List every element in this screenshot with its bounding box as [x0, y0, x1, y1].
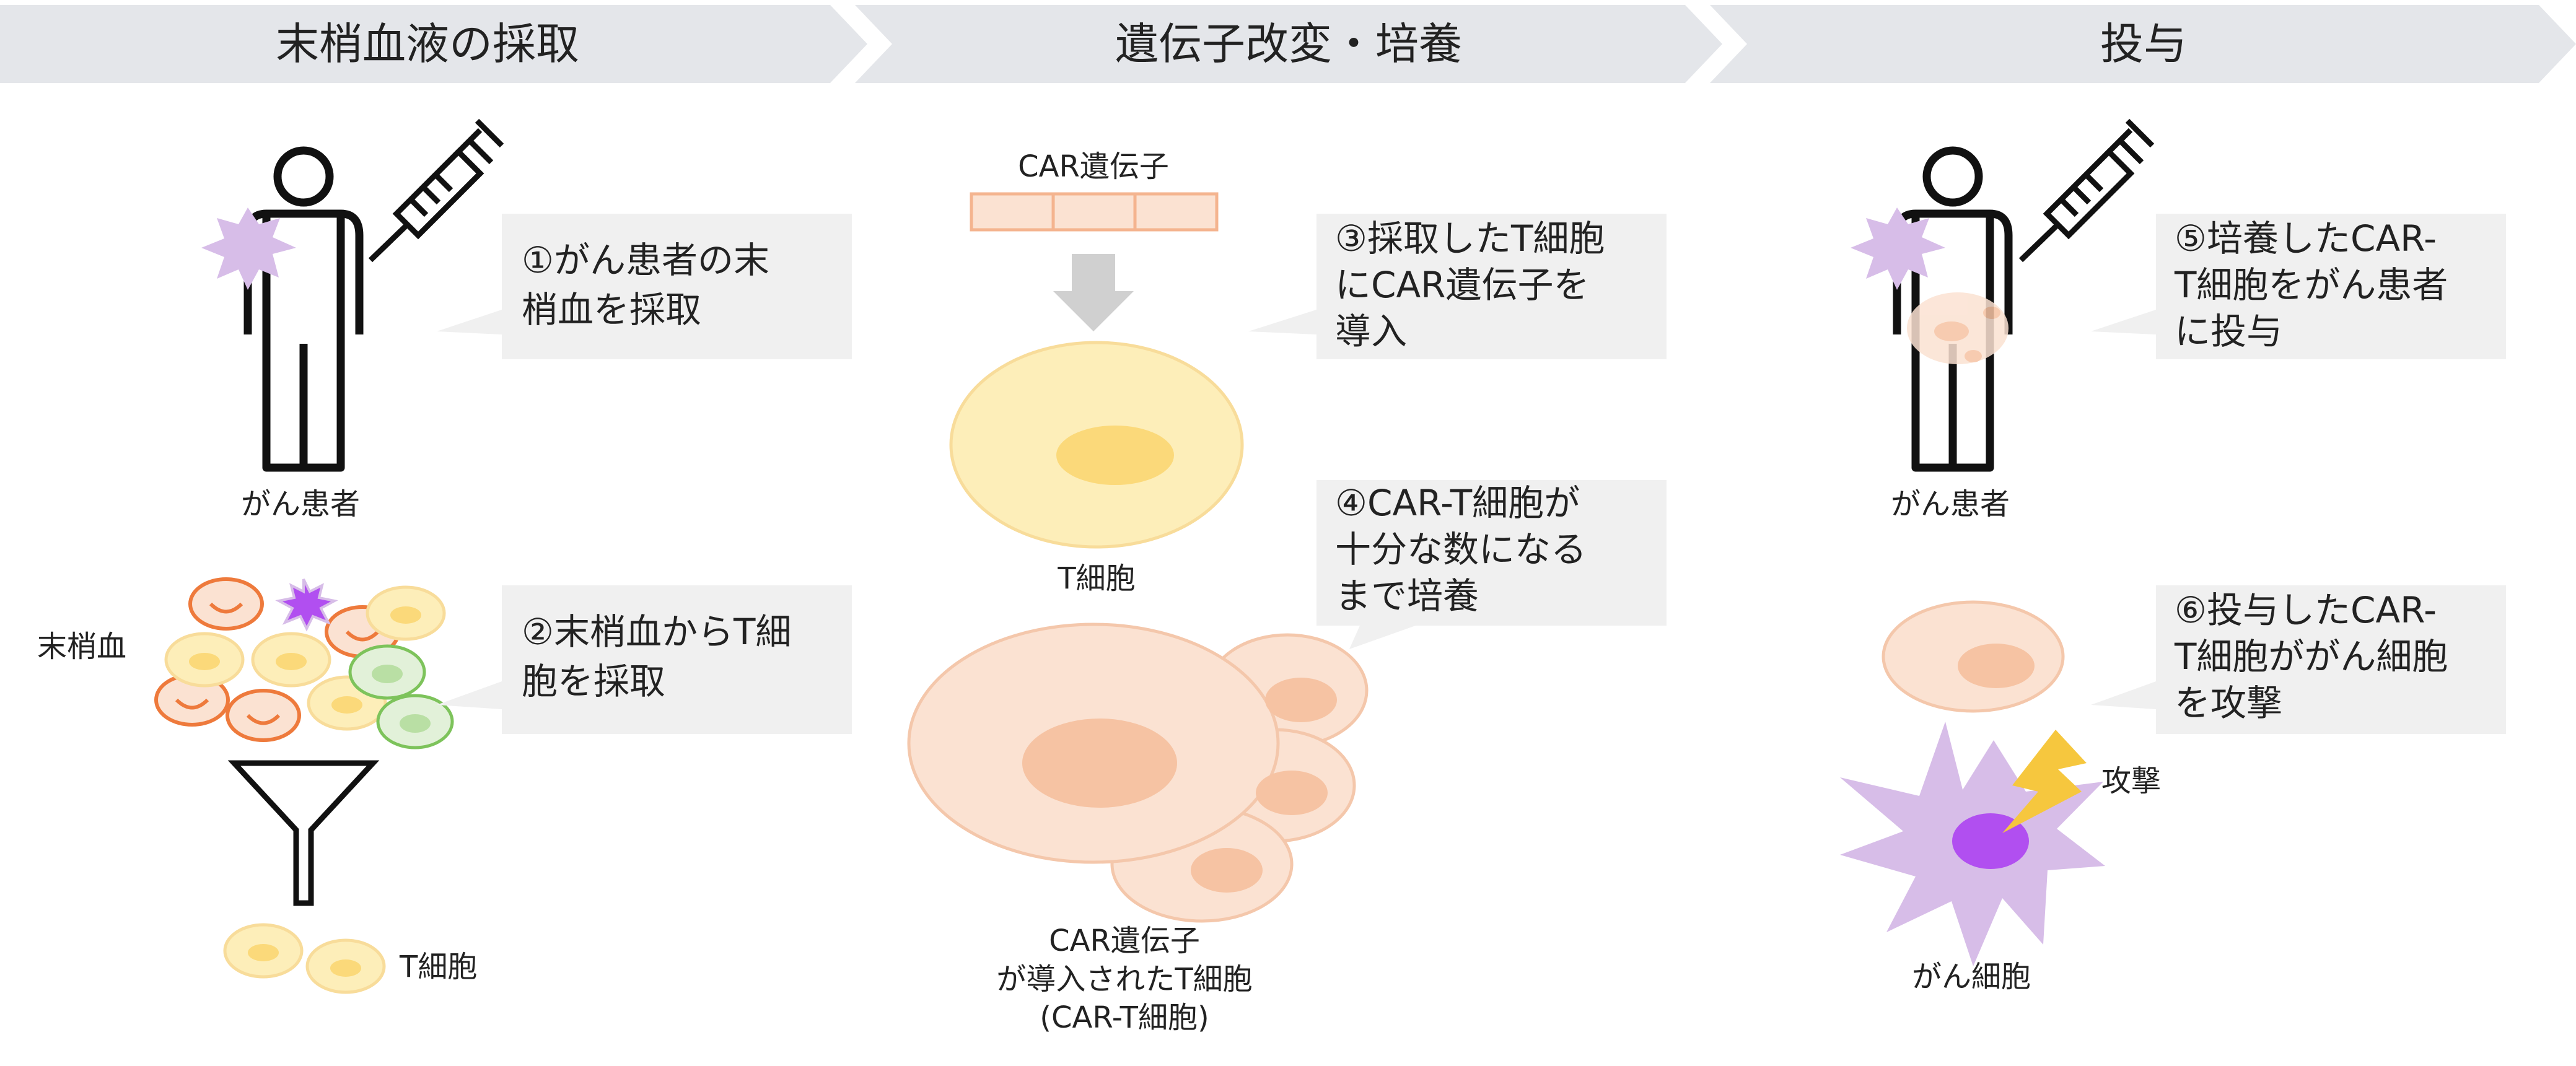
callout-4: ④CAR-T細胞が 十分な数になる まで培養 — [1316, 480, 1667, 649]
syringe-icon-2 — [2018, 118, 2155, 263]
callout-5-line-3: に投与 — [2175, 310, 2282, 352]
callout-3-line-1: ③採取したT細胞 — [1335, 217, 1605, 260]
step-header-3: 投与 — [1710, 5, 2576, 83]
callout-3-line-2: にCAR遺伝子を — [1335, 264, 1589, 306]
t-cell-large — [949, 341, 1244, 549]
blood-cells-mix: 末梢血 — [37, 577, 454, 749]
callout-4-line-2: 十分な数になる — [1335, 528, 1587, 570]
car-gene-segment — [970, 192, 1219, 232]
attack-label: 攻撃 — [2101, 764, 2161, 798]
car-t-label-line2: が導入されたT細胞 — [996, 962, 1252, 997]
callout-6-line-3: を攻撃 — [2175, 682, 2282, 724]
cancer-cell-label: がん細胞 — [1912, 959, 2031, 994]
callout-2: ②末梢血からT細 胞を採取 — [437, 585, 852, 734]
filter-funnel-icon — [227, 760, 380, 906]
infused-car-t-cells — [1907, 292, 2009, 364]
callout-6-line-2: T細胞ががん細胞 — [2174, 636, 2448, 678]
lightning-icon — [2002, 730, 2087, 833]
callout-1-line-2: 梢血を採取 — [522, 289, 701, 331]
car-t-cell-cluster — [907, 623, 1369, 923]
cancer-burst-icon-small-1 — [201, 208, 296, 290]
step-header-1: 末梢血液の採取 — [0, 5, 867, 83]
step-title-2: 遺伝子改変・培養 — [1115, 19, 1462, 69]
patient-figure-1 — [243, 146, 364, 472]
patient-label-1: がん患者 — [241, 487, 360, 522]
car-gene-label: CAR遺伝子 — [1018, 149, 1169, 184]
callout-6: ⑥投与したCAR- T細胞ががん細胞 を攻撃 — [2091, 585, 2506, 734]
callout-4-line-1: ④CAR-T細胞が — [1335, 482, 1580, 524]
cancer-burst-icon-small-2 — [1851, 208, 1945, 290]
callout-5-line-1: ⑤培養したCAR- — [2175, 217, 2437, 260]
down-arrow-icon — [1053, 254, 1134, 331]
step-header-2: 遺伝子改変・培養 — [855, 5, 1722, 83]
car-t-label-line1: CAR遺伝子 — [1049, 924, 1200, 958]
callout-4-line-3: まで培養 — [1335, 575, 1479, 617]
t-cell-label-1: T細胞 — [399, 950, 477, 984]
callout-3-line-3: 導入 — [1335, 310, 1407, 352]
callout-2-line-1: ②末梢血からT細 — [522, 611, 791, 653]
step-title-3: 投与 — [2100, 19, 2187, 69]
isolated-t-cells: T細胞 — [223, 923, 477, 994]
t-cell-label-2: T細胞 — [1057, 561, 1135, 596]
callout-5: ⑤培養したCAR- T細胞をがん患者 に投与 — [2091, 214, 2506, 359]
car-t-cell-attacker — [1882, 600, 2065, 713]
callout-3: ③採取したT細胞 にCAR遺伝子を 導入 — [1248, 214, 1667, 359]
callout-1: ①がん患者の末 梢血を採取 — [437, 214, 852, 359]
peripheral-blood-label: 末梢血 — [37, 629, 126, 664]
car-t-label-line3: (CAR-T細胞) — [1040, 1000, 1209, 1035]
callout-5-line-2: T細胞をがん患者 — [2174, 264, 2448, 306]
callout-1-line-1: ①がん患者の末 — [522, 239, 769, 281]
callout-6-line-1: ⑥投与したCAR- — [2175, 589, 2437, 631]
step-title-1: 末梢血液の採取 — [276, 19, 579, 69]
patient-label-2: がん患者 — [1891, 487, 2010, 522]
callout-2-line-2: 胞を採取 — [522, 660, 665, 702]
syringe-icon-1 — [368, 118, 504, 263]
